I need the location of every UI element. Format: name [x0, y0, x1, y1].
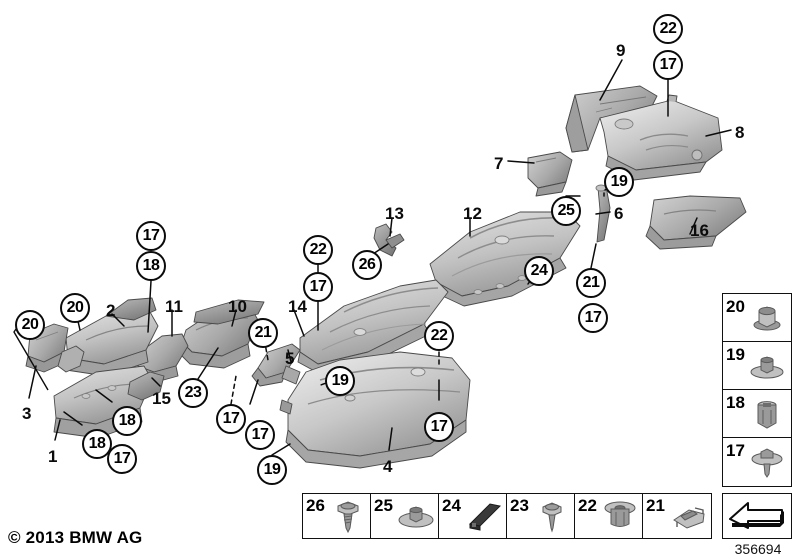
callout-17: 17 [245, 420, 275, 450]
callout-17: 17 [424, 412, 454, 442]
part-20-detail-shape [57, 345, 85, 373]
part-label-6: 6 [614, 204, 624, 223]
part-label-8: 8 [735, 123, 745, 142]
part-label-12: 12 [463, 204, 482, 223]
callout-22: 22 [303, 235, 333, 265]
large-washer-nut-icon [398, 506, 434, 528]
callout-17: 17 [107, 444, 137, 474]
callout-22: 22 [424, 321, 454, 351]
grommet-nut-icon [604, 501, 636, 527]
spring-clip-icon [673, 507, 705, 529]
legend-item-20: 20 [723, 294, 791, 342]
legend-number: 22 [578, 496, 597, 515]
grommet-nut-icon [600, 496, 640, 536]
callout-17: 17 [216, 404, 246, 434]
legend-number: 23 [510, 496, 529, 515]
callout-17: 17 [303, 272, 333, 302]
legend-number: 26 [306, 496, 325, 515]
copyright-text: © 2013 BMW AG [8, 528, 143, 547]
legend-number: 24 [442, 496, 461, 515]
legend-number: 21 [646, 496, 665, 515]
legend-item-19: 19 [723, 342, 791, 390]
flange-nut-icon [747, 298, 787, 338]
legend-number: 19 [726, 345, 745, 364]
part-9-shape [565, 85, 658, 153]
part-label-13: 13 [385, 204, 404, 223]
legend-item-26: 26 [303, 494, 371, 538]
part-label-16: 16 [690, 221, 709, 240]
washer-nut-icon [750, 355, 784, 378]
callout-21: 21 [576, 268, 606, 298]
callout-20: 20 [60, 293, 90, 323]
legend-item-23: 23 [507, 494, 575, 538]
legend-right-column: 20 19 18 17 [722, 293, 792, 487]
legend-number: 18 [726, 393, 745, 412]
part-label-11: 11 [165, 297, 183, 316]
callout-19: 19 [604, 167, 634, 197]
legend-bottom-strip: 26 25 24 23 22 21 [302, 493, 712, 539]
callout-23: 23 [178, 378, 208, 408]
callout-21: 21 [248, 318, 278, 348]
legend-number: 20 [726, 297, 745, 316]
legend-item-22: 22 [575, 494, 643, 538]
washer-nut-icon [747, 346, 787, 386]
callout-20: 20 [15, 310, 45, 340]
part-6-shape [595, 184, 611, 243]
part-label-9: 9 [616, 41, 626, 60]
callout-22: 22 [653, 14, 683, 44]
push-pin-clip-icon [751, 448, 783, 478]
part-label-1: 1 [48, 447, 58, 466]
flange-nut-icon [753, 305, 781, 330]
part-label-4: 4 [383, 457, 393, 476]
callout-18: 18 [112, 406, 142, 436]
forward-direction-arrow-icon [729, 502, 784, 529]
part-label-3: 3 [22, 404, 32, 423]
part-label-10: 10 [228, 297, 247, 316]
hex-head-screw-icon [328, 496, 368, 536]
part-label-2: 2 [106, 301, 116, 320]
spring-clip-icon [669, 496, 709, 536]
callout-18: 18 [136, 251, 166, 281]
legend-number: 25 [374, 496, 393, 515]
expansion-rivet-icon [747, 394, 787, 434]
callout-17: 17 [653, 50, 683, 80]
legend-item-24: 24 [439, 494, 507, 538]
push-pin-clip-icon [747, 442, 787, 482]
part-13-shape [373, 223, 405, 257]
part-label-14: 14 [288, 297, 307, 316]
callout-17: 17 [578, 303, 608, 333]
callout-25: 25 [551, 196, 581, 226]
part-label-7: 7 [494, 154, 504, 173]
forward-direction-arrow-box [722, 493, 792, 539]
part-10-strip-shape [193, 299, 265, 325]
callout-19: 19 [257, 455, 287, 485]
callout-26: 26 [352, 250, 382, 280]
callout-18: 18 [82, 429, 112, 459]
callout-24: 24 [524, 256, 554, 286]
expansion-rivet-icon [757, 400, 777, 429]
rubber-edge-profile-icon [468, 503, 502, 531]
diagram-number: 356694 [734, 541, 782, 557]
legend-item-25: 25 [371, 494, 439, 538]
small-hex-screw-icon [542, 502, 562, 533]
part-8-shape [599, 94, 723, 181]
part-16-shape [645, 195, 747, 250]
hex-head-screw-icon [337, 501, 359, 534]
legend-item-18: 18 [723, 390, 791, 438]
large-washer-nut-icon [396, 496, 436, 536]
small-hex-screw-icon [532, 496, 572, 536]
legend-number: 17 [726, 441, 745, 460]
part-12-shape [429, 211, 581, 307]
callout-19: 19 [325, 366, 355, 396]
part-label-5: 5 [285, 349, 295, 368]
part-7-shape [527, 151, 573, 197]
callout-17: 17 [136, 221, 166, 251]
part-label-15: 15 [152, 389, 171, 408]
rubber-edge-profile-icon [464, 496, 504, 536]
part-4-shape [279, 351, 471, 469]
legend-item-21: 21 [643, 494, 711, 538]
legend-item-17: 17 [723, 438, 791, 486]
